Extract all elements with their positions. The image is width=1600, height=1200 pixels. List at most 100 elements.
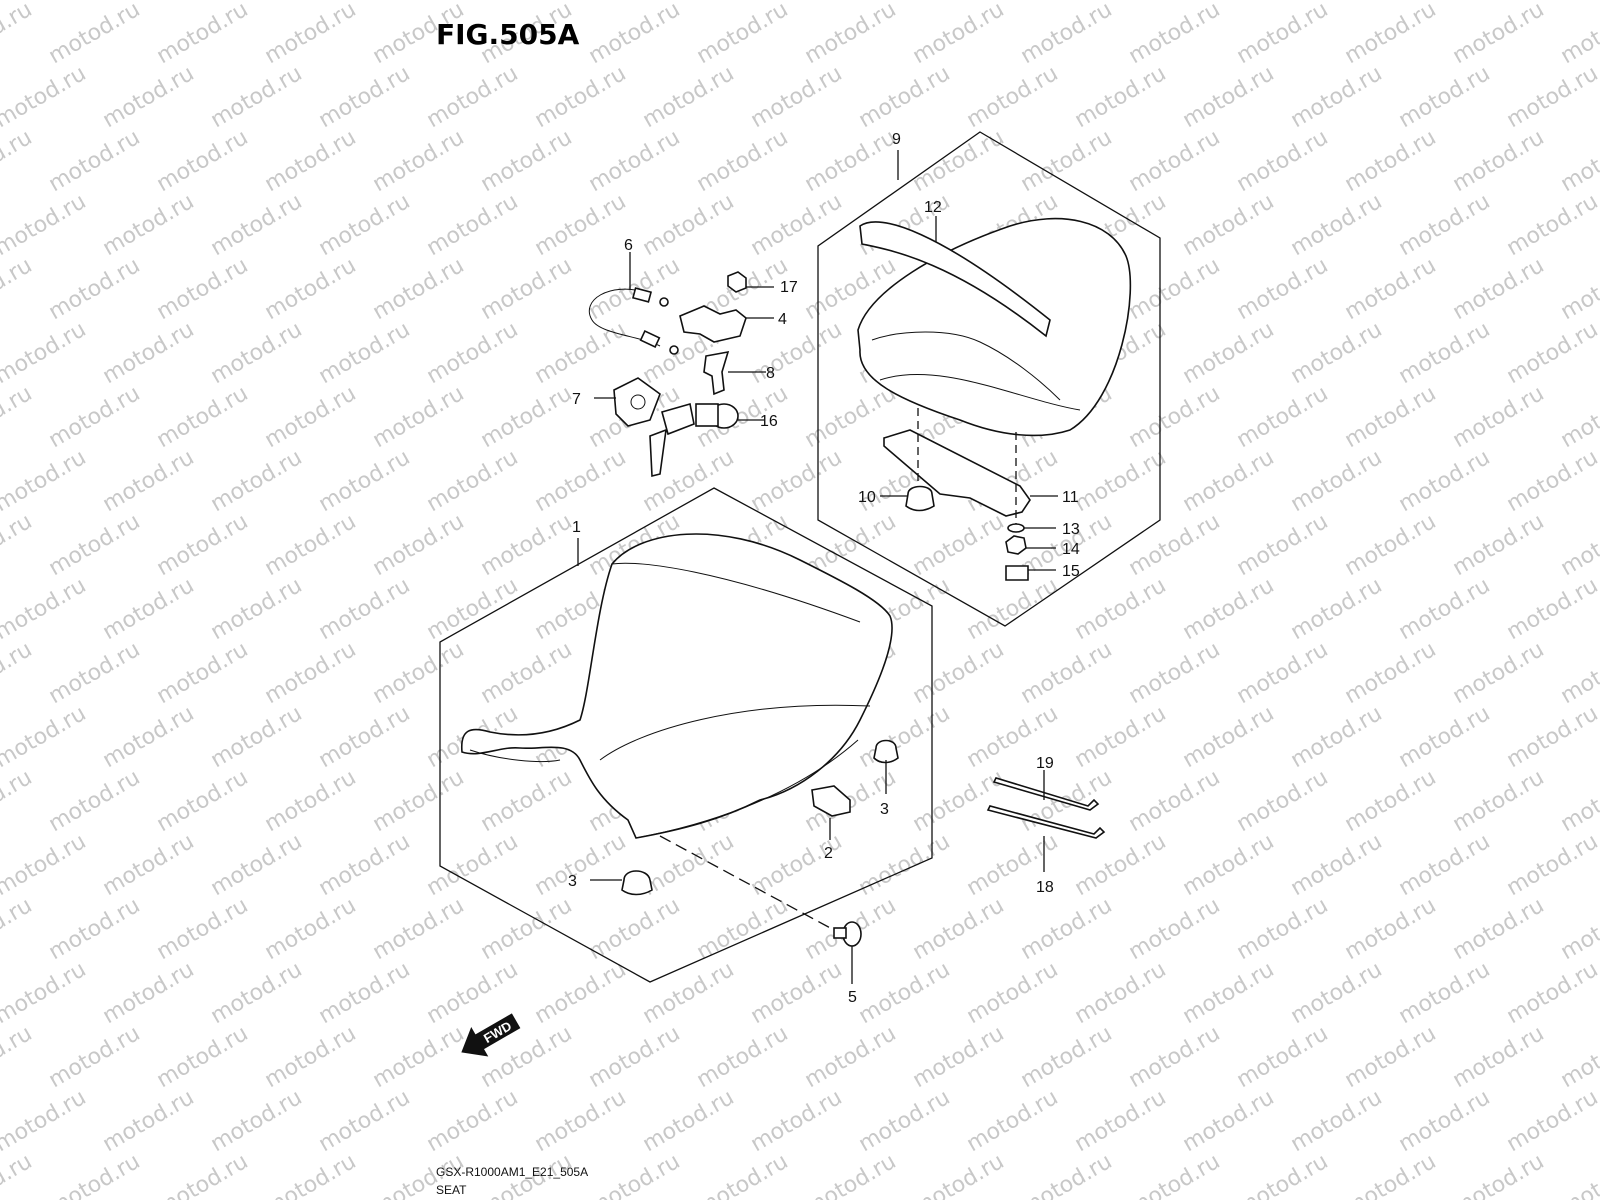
watermark-text: motod.ru — [0, 573, 90, 645]
watermark-text: motod.ru — [153, 1149, 253, 1200]
seat-lock-set-part-16[interactable] — [649, 402, 739, 478]
watermark-text: motod.ru — [531, 317, 631, 389]
callout-12: 12 — [924, 199, 942, 216]
front-seat[interactable] — [461, 533, 893, 839]
watermark-text: motod.ru — [531, 445, 631, 517]
watermark-text: motod.ru — [369, 1021, 469, 1093]
nut-part-14[interactable] — [1005, 535, 1027, 555]
watermark-text: motod.ru — [1125, 509, 1225, 581]
watermark-text: motod.ru — [585, 0, 685, 69]
watermark-text: motod.ru — [315, 1085, 415, 1157]
rear-seat-cowl-part-12[interactable] — [857, 217, 1132, 437]
watermark-text: motod.ru — [1287, 701, 1387, 773]
watermark-text: motod.ru — [693, 1021, 793, 1093]
watermark-text: motod.ru — [1341, 765, 1441, 837]
watermark-text: motod.ru — [1287, 0, 1387, 5]
watermark-text: motod.ru — [0, 189, 90, 261]
watermark-text: motod.ru — [0, 957, 90, 1029]
watermark-text: motod.ru — [153, 893, 253, 965]
watermark-text: motod.ru — [207, 957, 307, 1029]
watermark-text: motod.ru — [1017, 1149, 1117, 1200]
watermark-text: motod.ru — [99, 445, 199, 517]
watermark-text: motod.ru — [1179, 61, 1279, 133]
watermark-text: motod.ru — [1395, 957, 1495, 1029]
watermark-text: motod.ru — [639, 189, 739, 261]
watermark-text: motod.ru — [1557, 125, 1600, 197]
seat-cushion-part-3-right[interactable] — [873, 739, 899, 764]
watermark-text: motod.ru — [1233, 1021, 1333, 1093]
watermark-text: motod.ru — [99, 61, 199, 133]
watermark-text: motod.ru — [1071, 829, 1171, 901]
washer-part-13[interactable] — [1007, 523, 1025, 533]
watermark-text: motod.ru — [1341, 1149, 1441, 1200]
watermark-text: motod.ru — [1125, 0, 1225, 69]
watermark-text: motod.ru — [45, 0, 145, 69]
watermark-text: motod.ru — [747, 1085, 847, 1157]
watermark-text: motod.ru — [153, 765, 253, 837]
watermark-text: motod.ru — [207, 189, 307, 261]
watermark-text: motod.ru — [45, 509, 145, 581]
watermark-text: motod.ru — [1071, 701, 1171, 773]
watermark-text: motod.ru — [801, 1149, 901, 1200]
watermark-text: motod.ru — [1287, 61, 1387, 133]
watermark-text: motod.ru — [1233, 125, 1333, 197]
watermark-text: motod.ru — [315, 189, 415, 261]
watermark-text: motod.ru — [585, 125, 685, 197]
callout-15: 15 — [1062, 563, 1080, 580]
watermark-text: motod.ru — [1341, 637, 1441, 709]
lock-plate-part-7[interactable] — [613, 377, 661, 427]
watermark-text: motod.ru — [45, 381, 145, 453]
watermark-text: motod.ru — [801, 1021, 901, 1093]
watermark-text: motod.ru — [1449, 125, 1549, 197]
watermark-text: motod.ru — [1125, 1149, 1225, 1200]
seat-lock-cable-part-6[interactable] — [589, 287, 679, 355]
seat-pad-part-2[interactable] — [811, 785, 851, 817]
watermark-text: motod.ru — [909, 1021, 1009, 1093]
watermark-text: motod.ru — [801, 125, 901, 197]
seat-latch-part-4[interactable] — [679, 305, 747, 343]
watermark-text: motod.ru — [99, 957, 199, 1029]
watermark-text: motod.ru — [261, 1149, 361, 1200]
nut-part-17[interactable] — [727, 271, 747, 293]
watermark-text: motod.ru — [1503, 0, 1600, 5]
hex-wrench-part-18[interactable] — [986, 805, 1106, 839]
watermark-text: motod.ru — [909, 1149, 1009, 1200]
watermark-text: motod.ru — [45, 637, 145, 709]
collar-part-15[interactable] — [1005, 565, 1029, 581]
watermark-text: motod.ru — [747, 317, 847, 389]
watermark-text: motod.ru — [315, 0, 415, 5]
seat-cushion-part-3-left[interactable] — [621, 870, 653, 896]
rear-seat-bracket-part-11[interactable] — [883, 429, 1031, 517]
watermark-text: motod.ru — [531, 189, 631, 261]
watermark-text: motod.ru — [1557, 381, 1600, 453]
watermark-text: motod.ru — [1179, 701, 1279, 773]
watermark-text: motod.ru — [369, 253, 469, 325]
callout-1: 1 — [572, 519, 581, 536]
watermark-text: motod.ru — [1341, 125, 1441, 197]
bolt-part-5[interactable] — [659, 835, 862, 947]
watermark-text: motod.ru — [1287, 1085, 1387, 1157]
watermark-text: motod.ru — [207, 0, 307, 5]
callout-6: 6 — [624, 237, 633, 254]
watermark-text: motod.ru — [315, 957, 415, 1029]
watermark-text: motod.ru — [1233, 765, 1333, 837]
watermark-text: motod.ru — [693, 125, 793, 197]
watermark-text: motod.ru — [369, 509, 469, 581]
watermark-text: motod.ru — [261, 509, 361, 581]
hex-wrench-part-19[interactable] — [992, 777, 1100, 811]
watermark-text: motod.ru — [1017, 637, 1117, 709]
callout-9: 9 — [892, 131, 901, 148]
watermark-text: motod.ru — [1557, 1021, 1600, 1093]
watermark-text: motod.ru — [1341, 893, 1441, 965]
watermark-text: motod.ru — [45, 1021, 145, 1093]
watermark-text: motod.ru — [315, 573, 415, 645]
watermark-text: motod.ru — [477, 765, 577, 837]
cushion-part-10[interactable] — [905, 485, 935, 512]
watermark-text: motod.ru — [153, 125, 253, 197]
watermark-text: motod.ru — [1557, 893, 1600, 965]
watermark-text: motod.ru — [1233, 637, 1333, 709]
watermark-text: motod.ru — [747, 957, 847, 1029]
bracket-part-8[interactable] — [703, 350, 730, 396]
callout-19: 19 — [1036, 755, 1054, 772]
watermark-text: motod.ru — [963, 61, 1063, 133]
